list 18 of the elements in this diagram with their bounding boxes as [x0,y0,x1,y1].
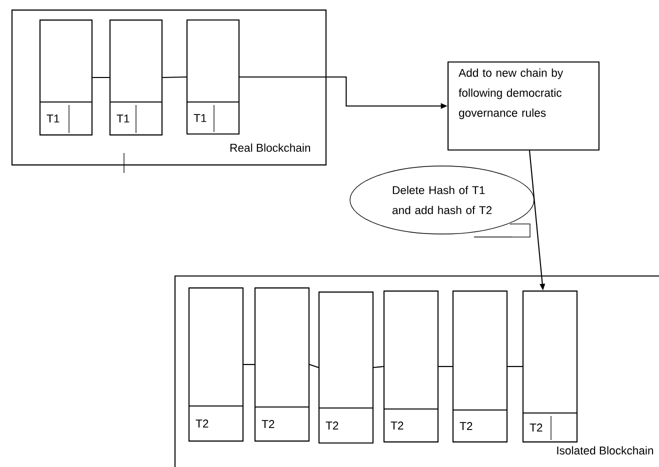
process-box: Add to new chain by following democratic governance rules [448,61,600,151]
block: T2 [188,287,244,442]
block: T1 [186,19,240,135]
callout-bubble: Delete Hash of T1 and add hash of T2 [350,166,534,238]
block: T2 [318,292,374,444]
connector-line [244,364,254,366]
block: T2 [452,290,508,442]
block: T1 [109,20,163,136]
connector-line [438,366,452,368]
connector-line [508,366,522,368]
connector-line [92,76,110,78]
block: T1 [39,20,93,136]
block: T2 [254,287,310,442]
block: T2 [522,290,578,442]
connector-line [162,76,186,78]
connector-line [309,364,319,368]
block: T2 [383,290,439,442]
connector-line [373,366,384,368]
